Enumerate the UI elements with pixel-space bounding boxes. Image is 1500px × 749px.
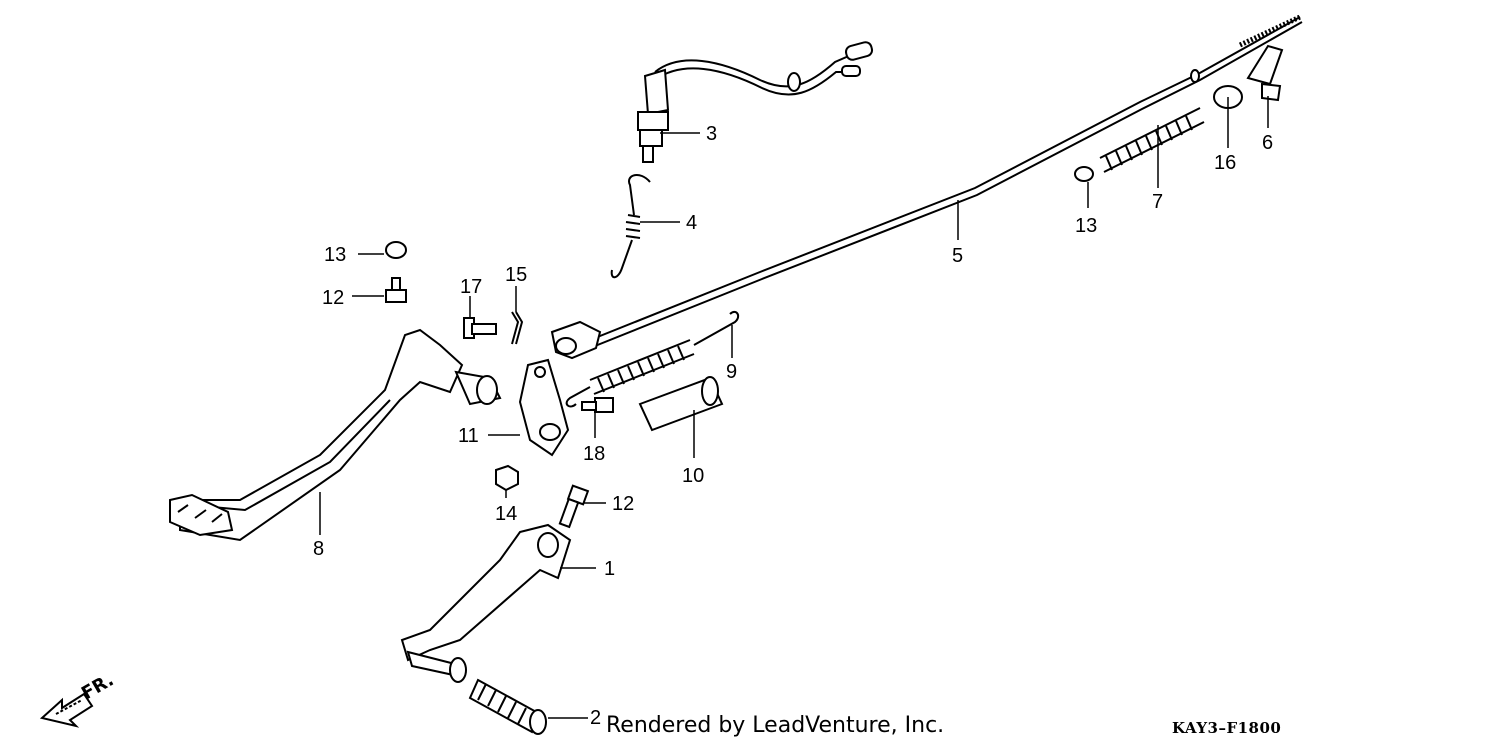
callout-labels: 3 4 5 6 16 7 13 13 12 17 15 9 11 18 10 8…: [313, 123, 1273, 729]
callout-18: 18: [583, 443, 605, 465]
stop-switch: [637, 41, 874, 163]
diagram-code: KAY3–F1800: [1172, 719, 1282, 737]
callout-9: 9: [726, 361, 737, 383]
callout-5: 5: [952, 245, 963, 267]
return-spring: [1099, 107, 1205, 173]
wing-nut: [1246, 44, 1284, 102]
brake-arm: [518, 358, 570, 457]
callout-6: 6: [1262, 132, 1273, 154]
callout-8: 8: [313, 538, 324, 560]
front-arrow-icon: [39, 692, 94, 728]
leader-lines: [319, 96, 1269, 719]
rubber-grip: [468, 678, 547, 735]
callout-17: 17: [460, 276, 482, 298]
credit-text: Rendered by LeadVenture, Inc.: [606, 713, 945, 738]
callout-2: 2: [590, 707, 601, 729]
pin-17: [463, 317, 497, 339]
cotter-pin: [511, 311, 524, 345]
switch-spring: [610, 174, 651, 279]
callout-7: 7: [1152, 191, 1163, 213]
bolt-12-lower: [558, 484, 590, 529]
callout-14: 14: [495, 503, 517, 525]
callout-10: 10: [682, 465, 704, 487]
callout-3: 3: [706, 123, 717, 145]
bolt-12-left: [385, 277, 407, 303]
callout-4: 4: [686, 212, 697, 234]
sleeve: [638, 376, 724, 432]
arm-1: [400, 523, 572, 683]
bolt-18: [581, 397, 614, 413]
callout-12-lower: 12: [612, 493, 634, 515]
callout-12-left: 12: [322, 287, 344, 309]
callout-13-right: 13: [1075, 215, 1097, 237]
brake-rod: [550, 14, 1303, 360]
brake-pedal: [169, 328, 502, 542]
callout-11: 11: [458, 425, 479, 447]
callout-15: 15: [505, 264, 527, 286]
nut-14: [495, 464, 519, 492]
callout-1: 1: [604, 558, 615, 580]
callout-16: 16: [1214, 152, 1236, 174]
nut-right: [1074, 166, 1094, 182]
brake-spring: [565, 310, 740, 408]
nut-left: [385, 241, 407, 259]
callout-13-left: 13: [324, 244, 346, 266]
